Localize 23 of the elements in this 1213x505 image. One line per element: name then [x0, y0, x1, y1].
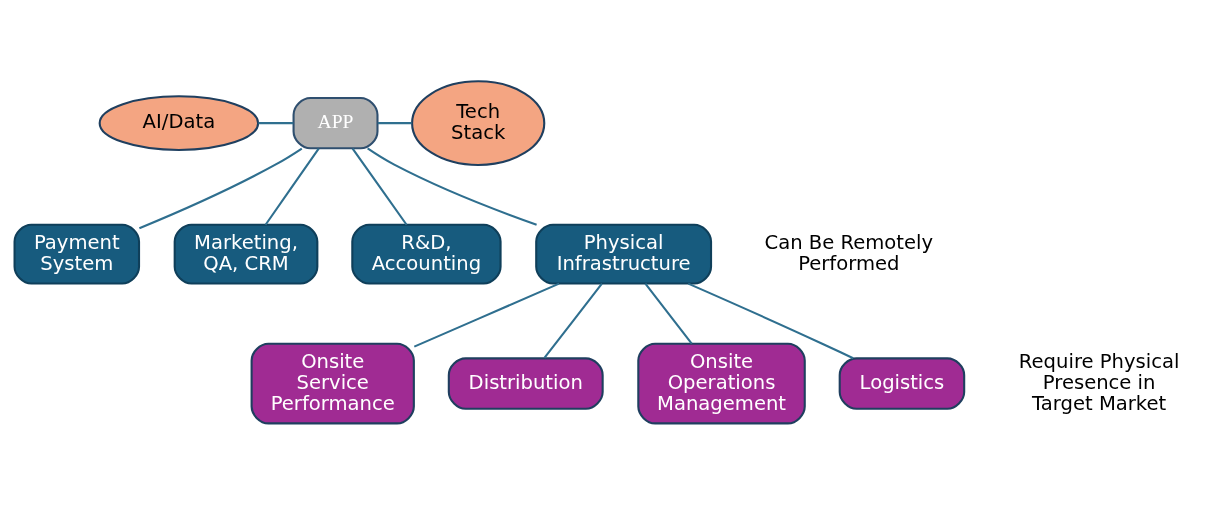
connector [377, 122, 412, 125]
connector [543, 283, 603, 359]
connector [264, 148, 320, 226]
node-ellipse: AI/Data [98, 95, 260, 151]
connector [644, 283, 693, 345]
node-box: Distribution [447, 357, 604, 410]
node-box: Onsite Service Performance [250, 342, 415, 425]
connector [258, 122, 294, 125]
node-box: Marketing, QA, CRM [173, 223, 319, 285]
node-box: Logistics [838, 357, 966, 410]
connector [139, 147, 303, 230]
connector [687, 282, 854, 360]
node-box: Payment System [13, 223, 141, 285]
node-box: Physical Infrastructure [535, 223, 713, 285]
node-box: R&D, Accounting [351, 223, 502, 285]
connector [413, 282, 560, 348]
node-box: Onsite Operations Management [637, 342, 806, 425]
node-ellipse: Tech Stack [411, 80, 546, 166]
connector [367, 147, 537, 226]
label: Can Be Remotely Performed [764, 230, 934, 275]
connector [351, 148, 408, 226]
node-box: APP [292, 96, 379, 150]
label: Require Physical Presence in Target Market [1018, 349, 1180, 415]
